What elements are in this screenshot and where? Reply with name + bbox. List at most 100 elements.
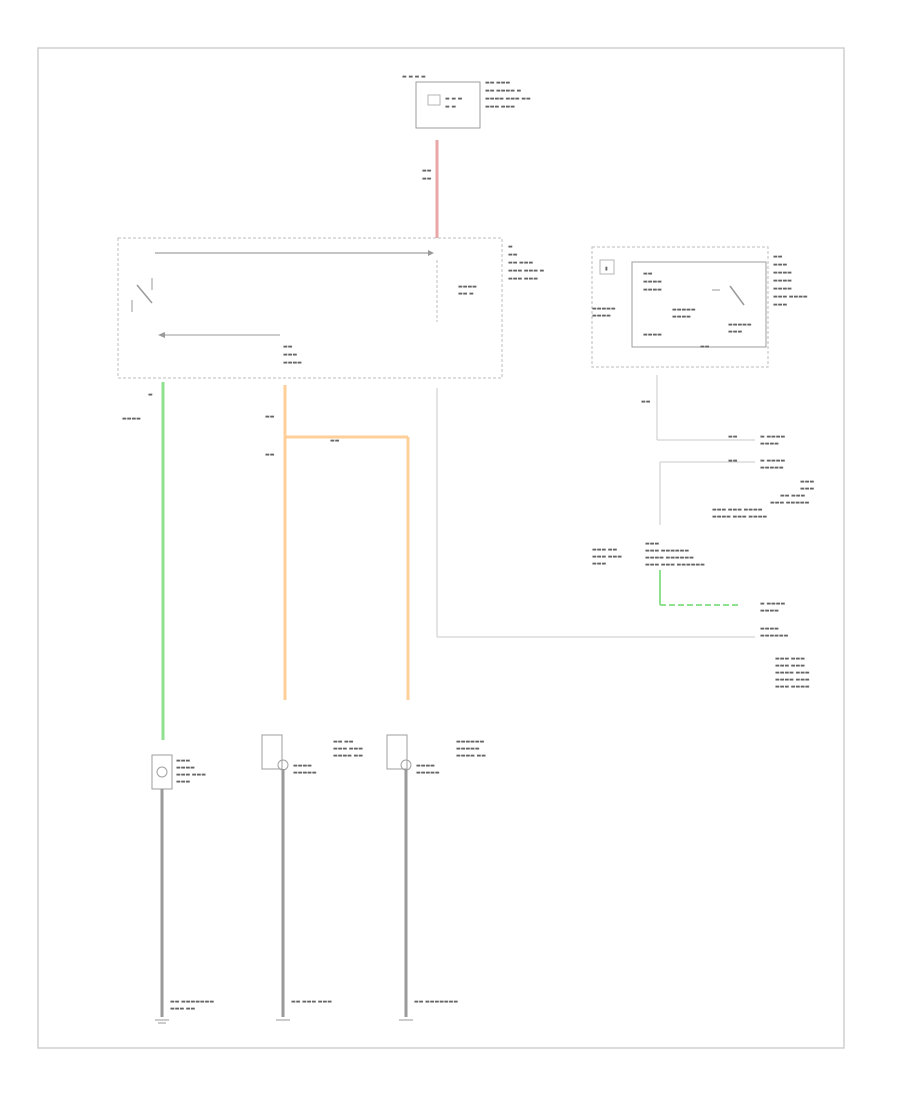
svg-text:▬▬▬ ▬▬▬ ▬▬▬▬▬▬: ▬▬▬ ▬▬▬ ▬▬▬▬▬▬	[645, 562, 705, 568]
svg-text:▬▬▬: ▬▬▬	[645, 541, 659, 547]
svg-text:▬▬▬ ▬▬▬▬: ▬▬▬ ▬▬▬▬	[775, 684, 810, 690]
svg-text:▬▬▬ ▬▬▬: ▬▬▬ ▬▬▬	[775, 663, 805, 669]
svg-text:▬▬ ▬▬▬: ▬▬ ▬▬▬	[780, 493, 805, 499]
svg-text:▬ ▬ ▬: ▬ ▬ ▬	[445, 96, 463, 102]
relay-contact-icon	[712, 285, 745, 306]
orange-wires: ▬▬ ▬▬ ▬▬	[265, 385, 410, 700]
svg-text:▬▬: ▬▬	[330, 438, 340, 444]
svg-text:▬▬▬▬: ▬▬▬▬	[592, 313, 611, 319]
svg-text:▬▬▬▬ ▬▬▬: ▬▬▬▬ ▬▬▬	[775, 670, 810, 676]
svg-text:▬▬▬ ▬▬▬: ▬▬▬ ▬▬▬	[508, 276, 538, 282]
svg-text:▬▬▬ ▬▬▬: ▬▬▬ ▬▬▬	[333, 746, 363, 752]
svg-text:▬▬: ▬▬	[700, 344, 710, 350]
svg-text:▬▬▬▬ ▬▬▬ ▬▬▬▬: ▬▬▬▬ ▬▬▬ ▬▬▬▬	[712, 514, 767, 520]
svg-text:▬ ▬▬▬▬: ▬ ▬▬▬▬	[760, 434, 785, 440]
svg-text:▬▬ ▬▬▬: ▬▬ ▬▬▬	[485, 80, 510, 86]
svg-text:▬ ▬: ▬ ▬	[445, 104, 456, 110]
svg-text:▬▬▬▬: ▬▬▬▬	[643, 332, 662, 338]
svg-text:▬▬▬: ▬▬▬	[800, 486, 814, 492]
diagram-frame	[37, 47, 845, 1049]
svg-text:▬▬▬: ▬▬▬	[176, 758, 190, 764]
svg-text:▬▬▬▬▬: ▬▬▬▬▬	[672, 307, 696, 313]
svg-text:▬▬▬▬: ▬▬▬▬	[773, 270, 792, 276]
svg-text:▬▬: ▬▬	[773, 254, 783, 260]
svg-text:▬▬▬: ▬▬▬	[773, 302, 787, 308]
svg-text:▬▬▬ ▬▬▬▬▬: ▬▬▬ ▬▬▬▬▬	[770, 500, 810, 506]
left-device: ▬▬▬ ▬▬▬▬ ▬▬▬ ▬▬▬ ▬▬▬ ▬▬ ▬▬▬▬▬▬▬ ▬▬▬ ▬▬	[151, 754, 214, 1024]
motor-icon	[156, 766, 168, 778]
svg-text:▬▬▬: ▬▬▬	[800, 479, 814, 485]
svg-text:▬▬: ▬▬	[265, 452, 275, 458]
svg-text:▬ ▬▬▬▬: ▬ ▬▬▬▬	[760, 601, 785, 607]
svg-text:▬▬▬ ▬▬▬: ▬▬▬ ▬▬▬	[775, 656, 805, 662]
svg-text:▬▬▬▬ ▬▬▬▬▬▬: ▬▬▬▬ ▬▬▬▬▬▬	[645, 555, 694, 561]
svg-text:▬▬▬ ▬▬: ▬▬▬ ▬▬	[592, 547, 617, 553]
svg-text:▬: ▬	[148, 392, 153, 398]
svg-text:▬▬: ▬▬	[643, 271, 653, 277]
svg-text:▬▬ ▬▬: ▬▬ ▬▬	[333, 739, 354, 745]
svg-text:▬▬▬▬ ▬▬: ▬▬▬▬ ▬▬	[333, 753, 363, 759]
switch-icon	[131, 278, 153, 312]
svg-text:▬▬: ▬▬	[422, 168, 432, 174]
svg-text:▬▬▬▬: ▬▬▬▬	[760, 441, 779, 447]
svg-text:▬▬▬: ▬▬▬	[773, 262, 787, 268]
svg-text:▬ ▬▬▬▬: ▬ ▬▬▬▬	[760, 458, 785, 464]
svg-text:▬▬▬ ▬▬▬: ▬▬▬ ▬▬▬	[592, 554, 622, 560]
svg-text:▬▬▬▬: ▬▬▬▬	[760, 608, 779, 614]
svg-text:▬▬▬: ▬▬▬	[728, 329, 742, 335]
svg-text:▬▬▬ ▬▬▬▬: ▬▬▬ ▬▬▬▬	[773, 294, 808, 300]
svg-text:▬▬▬▬ ▬▬: ▬▬▬▬ ▬▬	[456, 753, 486, 759]
svg-text:▬▬ ▬▬▬▬▬▬▬: ▬▬ ▬▬▬▬▬▬▬	[170, 999, 214, 1005]
svg-text:▬▬▬▬: ▬▬▬▬	[773, 278, 792, 284]
right-harness: ▬▬ ▬▬ ▬ ▬▬▬▬ ▬▬▬▬ ▬▬ ▬ ▬▬▬▬ ▬▬▬▬▬ ▬▬▬ ▬▬…	[436, 375, 814, 690]
svg-text:▬▬▬▬▬: ▬▬▬▬▬	[760, 465, 784, 471]
svg-text:▬▬▬▬▬: ▬▬▬▬▬	[293, 770, 317, 776]
svg-text:▬▬ ▬▬▬▬ ▬: ▬▬ ▬▬▬▬ ▬	[485, 88, 522, 94]
svg-text:▬ ▬ ▬ ▬: ▬ ▬ ▬ ▬	[402, 74, 426, 80]
svg-text:▮: ▮	[605, 266, 608, 272]
svg-text:▬▬▬: ▬▬▬	[592, 561, 606, 567]
svg-text:▬▬▬▬: ▬▬▬▬	[122, 416, 141, 422]
svg-text:▬▬▬▬: ▬▬▬▬	[672, 314, 691, 320]
svg-text:▬▬ ▬▬▬: ▬▬ ▬▬▬	[508, 260, 533, 266]
svg-text:▬▬▬▬▬: ▬▬▬▬▬	[456, 746, 480, 752]
svg-text:▬▬▬▬: ▬▬▬▬	[643, 287, 662, 293]
svg-text:▬▬▬ ▬▬▬ ▬▬▬▬: ▬▬▬ ▬▬▬ ▬▬▬▬	[712, 507, 763, 513]
svg-text:▬▬▬ ▬▬▬: ▬▬▬ ▬▬▬	[485, 104, 515, 110]
relay-module: ▮ ▬▬▬▬▬ ▬▬▬▬ ▬▬ ▬▬▬▬ ▬▬▬▬ ▬▬▬▬▬ ▬▬▬▬ ▬▬▬…	[591, 246, 808, 368]
svg-text:▬▬ ▬▬▬▬▬▬▬: ▬▬ ▬▬▬▬▬▬▬	[414, 999, 458, 1005]
svg-text:▬▬▬ ▬▬: ▬▬▬ ▬▬	[170, 1006, 195, 1012]
svg-text:▬▬▬▬▬: ▬▬▬▬▬	[416, 770, 440, 776]
svg-text:▬▬: ▬▬	[265, 414, 275, 420]
svg-text:▬▬▬▬▬: ▬▬▬▬▬	[592, 306, 616, 312]
svg-text:▬▬▬▬: ▬▬▬▬	[773, 286, 792, 292]
svg-text:▬▬: ▬▬	[283, 344, 293, 350]
power-source-block: ▬ ▬ ▬ ▬ ▬ ▬ ▬ ▬ ▬ ▬▬ ▬▬▬ ▬▬ ▬▬▬▬ ▬ ▬▬▬▬ …	[402, 74, 531, 129]
fuse-relay-center-box: ▬▬▬▬ ▬▬ ▬ ▬ ▬▬ ▬▬ ▬▬▬ ▬▬▬ ▬▬▬ ▬ ▬▬▬ ▬▬▬	[117, 237, 545, 379]
svg-text:▬▬▬▬: ▬▬▬▬	[416, 763, 435, 769]
svg-text:▬▬▬ ▬▬▬▬▬▬: ▬▬▬ ▬▬▬▬▬▬	[645, 548, 689, 554]
svg-text:▬▬ ▬: ▬▬ ▬	[458, 291, 474, 297]
svg-text:▬▬: ▬▬	[728, 458, 738, 464]
svg-text:▬▬▬▬: ▬▬▬▬	[760, 626, 779, 632]
svg-text:▬▬: ▬▬	[641, 399, 651, 405]
svg-text:▬▬: ▬▬	[508, 252, 518, 258]
svg-text:▬▬▬▬: ▬▬▬▬	[283, 360, 302, 366]
svg-text:▬▬ ▬▬▬ ▬▬▬: ▬▬ ▬▬▬ ▬▬▬	[291, 999, 332, 1005]
svg-text:▬▬▬▬▬▬: ▬▬▬▬▬▬	[760, 633, 789, 639]
svg-text:▬▬▬▬: ▬▬▬▬	[293, 763, 312, 769]
svg-text:▬▬▬▬: ▬▬▬▬	[643, 279, 662, 285]
svg-text:▬▬▬: ▬▬▬	[176, 779, 190, 785]
svg-text:▬▬: ▬▬	[422, 176, 432, 182]
right-device: ▬▬▬▬ ▬▬▬▬▬ ▬▬▬▬▬▬ ▬▬▬▬▬ ▬▬▬▬ ▬▬ ▬▬ ▬▬▬▬▬…	[386, 734, 486, 1021]
svg-text:▬▬▬▬ ▬▬▬ ▬▬: ▬▬▬▬ ▬▬▬ ▬▬	[485, 96, 531, 102]
svg-text:▬▬: ▬▬	[728, 434, 738, 440]
ground-icon	[155, 1019, 169, 1024]
svg-text:▬: ▬	[508, 244, 513, 250]
svg-text:▬▬▬▬▬: ▬▬▬▬▬	[728, 322, 752, 328]
svg-text:▬▬▬ ▬▬▬: ▬▬▬ ▬▬▬	[176, 772, 206, 778]
svg-text:▬▬▬▬: ▬▬▬▬	[176, 765, 195, 771]
center-device: ▬▬▬▬ ▬▬▬▬▬ ▬▬ ▬▬ ▬▬▬ ▬▬▬ ▬▬▬▬ ▬▬ ▬▬ ▬▬▬ …	[261, 734, 363, 1021]
svg-text:▬▬▬▬: ▬▬▬▬	[458, 284, 477, 290]
